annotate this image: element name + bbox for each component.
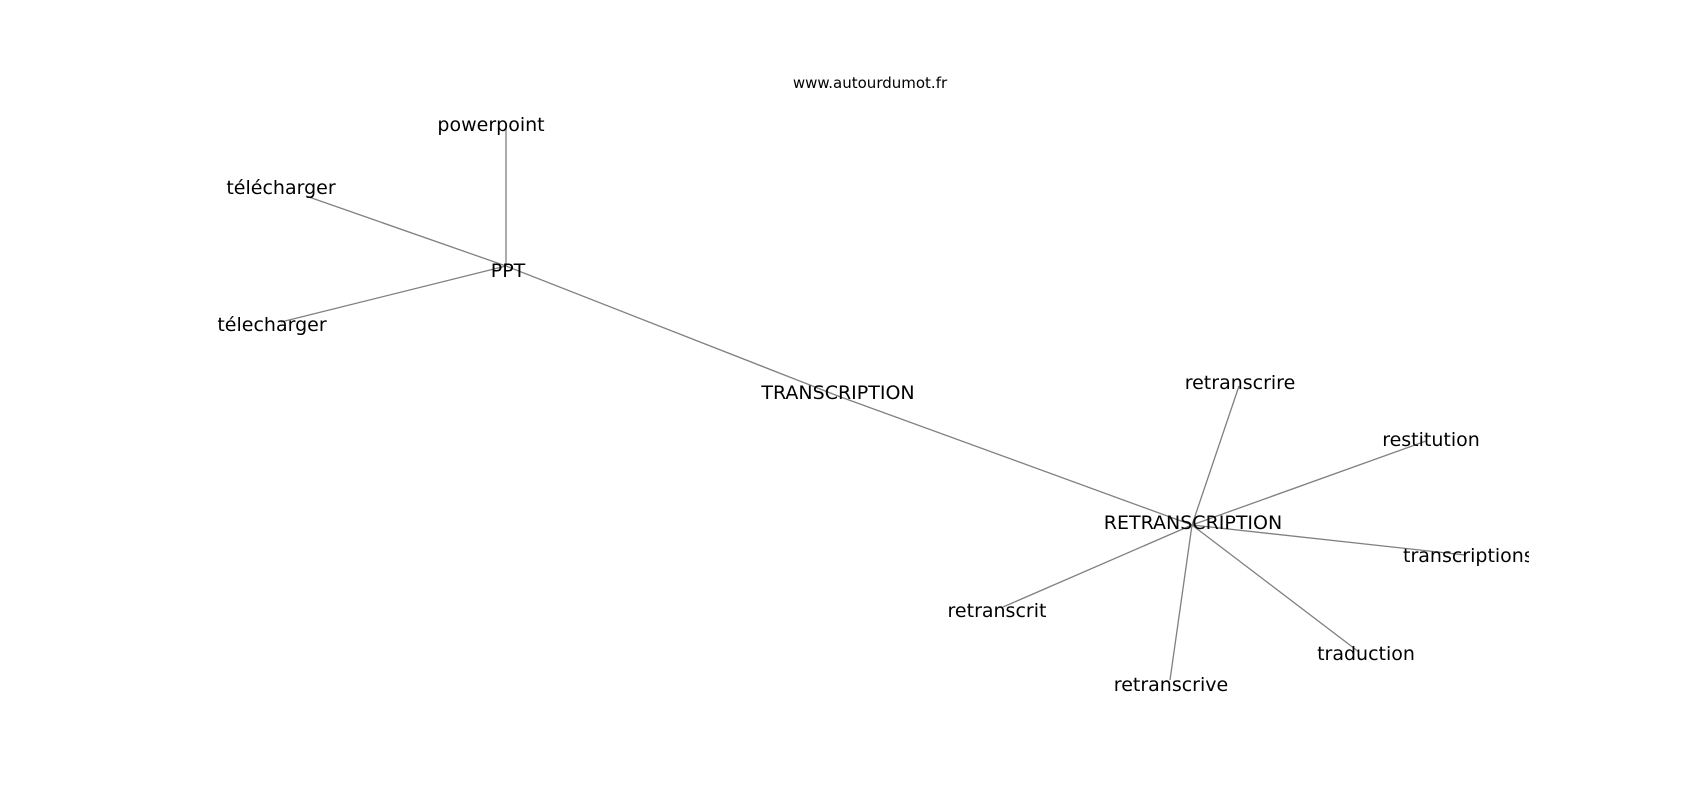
node-telecharger2: télecharger [217,314,326,336]
node-retranscription: RETRANSCRIPTION [1104,512,1282,534]
edge-retranscription-transcriptions [1191,524,1466,556]
node-transcriptions: transcriptions [1403,545,1534,567]
edge-retranscription-retranscrire [1191,385,1240,526]
node-ppt: PPT [491,260,526,282]
node-restitution: restitution [1382,429,1480,451]
node-retranscrire: retranscrire [1185,372,1296,394]
node-retranscrit: retranscrit [948,600,1047,622]
edge-ppt-transcription [505,265,839,397]
edge-retranscription-retranscrive [1169,524,1193,681]
node-traduction: traduction [1317,643,1415,665]
edges-layer [280,124,1466,681]
edge-transcription-retranscription [837,395,1193,526]
node-transcription: TRANSCRIPTION [760,382,914,404]
edge-retranscription-restitution [1191,440,1427,526]
node-retranscrive: retranscrive [1114,674,1228,696]
edge-ppt-telecharger [305,195,507,267]
node-powerpoint: powerpoint [437,114,544,136]
edge-retranscription-traduction [1191,524,1360,653]
site-url: www.autourdumot.fr [793,74,948,92]
node-telecharger: télécharger [226,177,335,199]
edge-retranscription-retranscrit [1002,524,1193,608]
edge-ppt-telecharger2 [280,265,507,323]
